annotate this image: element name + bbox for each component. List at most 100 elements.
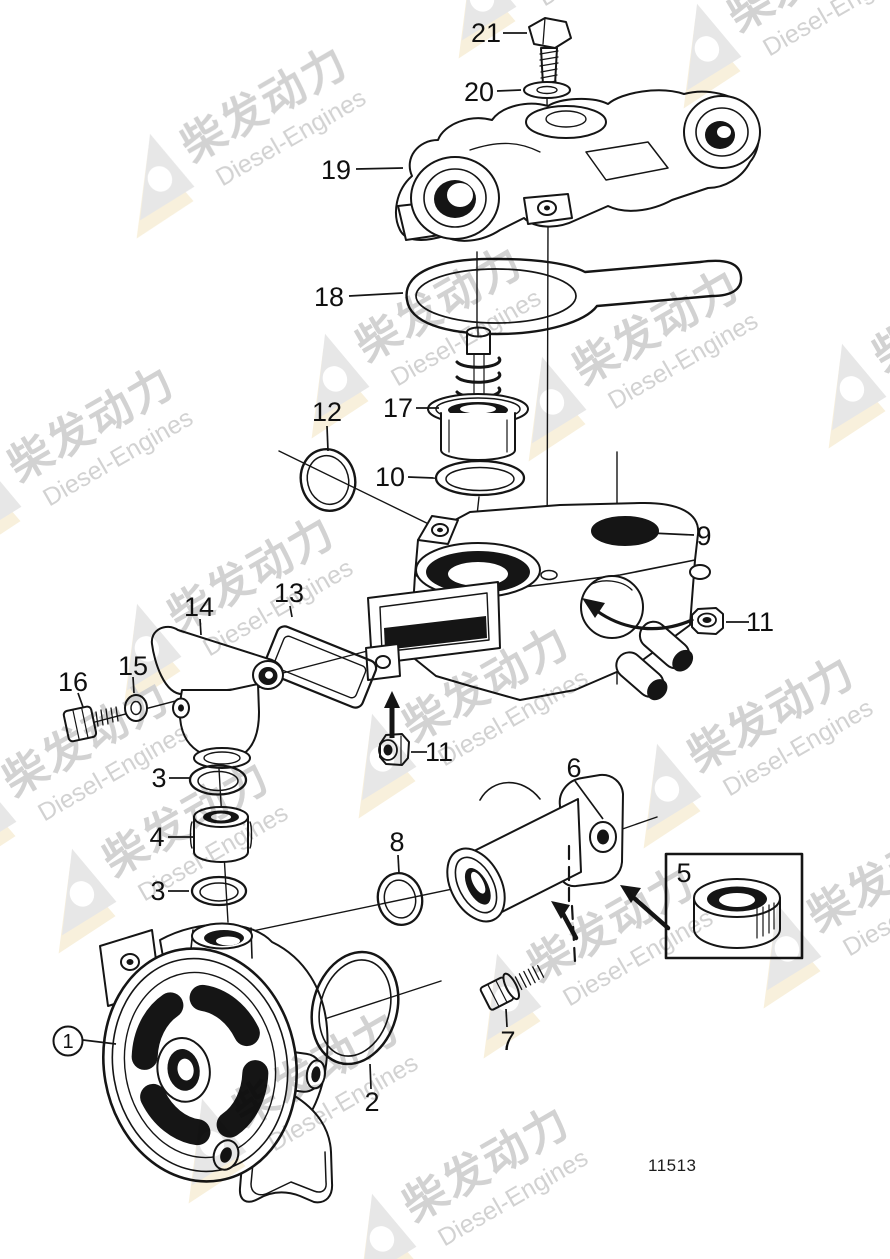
callout-number: 11 [425,737,453,767]
callout-number: 12 [312,397,342,427]
part-1-water-pump [99,922,334,1204]
watermark-logo-cutout [774,936,800,962]
watermark-logo-cutout [147,166,173,192]
callout-circle [52,1025,84,1057]
callout-18: 18 [314,282,404,312]
callout-11: 11 [726,607,774,637]
callout-20: 20 [464,77,522,107]
part-10-seal-ring [434,459,526,497]
callout-number: 2 [364,1087,379,1117]
callout-7: 7 [500,1008,516,1056]
callout-13: 13 [274,578,304,618]
callout-leader-line [326,425,329,452]
callout-leader-line [289,605,293,618]
callout-leader-line [650,532,695,536]
part-14-elbow [150,625,284,769]
part-11-nut-right [691,607,724,635]
callout-number: 18 [314,282,344,312]
part-4-sleeve [189,806,253,863]
callout-16: 16 [58,667,88,708]
callout-5: 5 [676,858,691,888]
callout-leader-line [82,1039,117,1045]
part-8-seal-ring [376,872,424,926]
callout-number: 13 [274,578,304,608]
watermark-logo-cutout [69,881,95,907]
watermark-logo-cutout [494,986,520,1012]
callout-10: 10 [375,462,436,492]
callout-number: 6 [566,753,581,783]
callout-number: 1 [62,1031,73,1053]
watermark-logo-cutout [134,636,160,662]
arrow-up-nut-11 [384,691,400,738]
diesel-engines-logo-icon [462,0,517,41]
diagram-line-art [62,17,804,1204]
watermark-logo-cutout [839,376,865,402]
callout-leader-line [496,89,522,92]
figure-number: 11513 [648,1156,697,1175]
part-6-connection [446,773,624,964]
callout-leader-line [355,167,404,170]
callout-leader-line [397,854,400,874]
callout-number: 8 [389,827,404,857]
callout-number: 11 [746,607,774,637]
watermark-text-cn: 柴发动力 [865,247,890,381]
callout-number: 15 [118,651,148,681]
arrow-pipe-6 [551,901,579,941]
part-3-seal-ring-upper [188,764,248,796]
callout-8: 8 [389,827,405,874]
watermark-logo-cutout [469,0,495,12]
watermark-logo-cutout [322,366,348,392]
watermark-logo-cutout [199,1131,225,1157]
callout-number: 4 [149,822,164,852]
part-20-washer [523,81,571,99]
watermark-logo-cutout [539,389,565,415]
callout-leader-line [574,780,604,820]
part-9-housing [365,501,711,701]
callout-9: 9 [650,521,712,551]
watermark-logo-cutout [369,1226,395,1252]
part-19-cover [395,89,761,242]
callout-11: 11 [411,737,453,767]
callout-number: 5 [676,858,691,888]
part-21-bolt [528,17,572,86]
callout-21: 21 [471,18,527,48]
part-12-o-ring [299,448,357,512]
callout-1: 1 [52,1025,117,1057]
watermark-logo-cutout [694,36,720,62]
callout-number: 3 [150,876,165,906]
callout-3: 3 [151,763,190,793]
arrow-curved-nut-11-right [582,598,694,631]
callout-19: 19 [321,155,404,185]
callout-2: 2 [364,1063,380,1117]
callout-leader-line [369,1063,372,1090]
callout-number: 17 [383,393,413,423]
watermark-logo-cutout [654,776,680,802]
callout-17: 17 [383,393,439,423]
callout-leader-line [407,476,436,479]
callout-6: 6 [566,753,604,820]
part-3-seal-ring-lower [190,875,248,907]
callout-leader-line [505,1008,508,1028]
callout-number: 20 [464,77,494,107]
part-13-gasket [262,625,378,709]
callout-14: 14 [184,592,214,636]
callout-3: 3 [150,876,189,906]
callout-leader-line [199,618,202,636]
part-2-o-ring [310,950,400,1066]
part-18-gasket [405,257,743,336]
callout-number: 16 [58,667,88,697]
callout-number: 7 [500,1026,515,1056]
callout-number: 3 [151,763,166,793]
callout-number: 14 [184,592,214,622]
callout-12: 12 [312,397,342,452]
callout-number: 19 [321,155,351,185]
callout-15: 15 [118,651,148,694]
callout-number: 10 [375,462,405,492]
